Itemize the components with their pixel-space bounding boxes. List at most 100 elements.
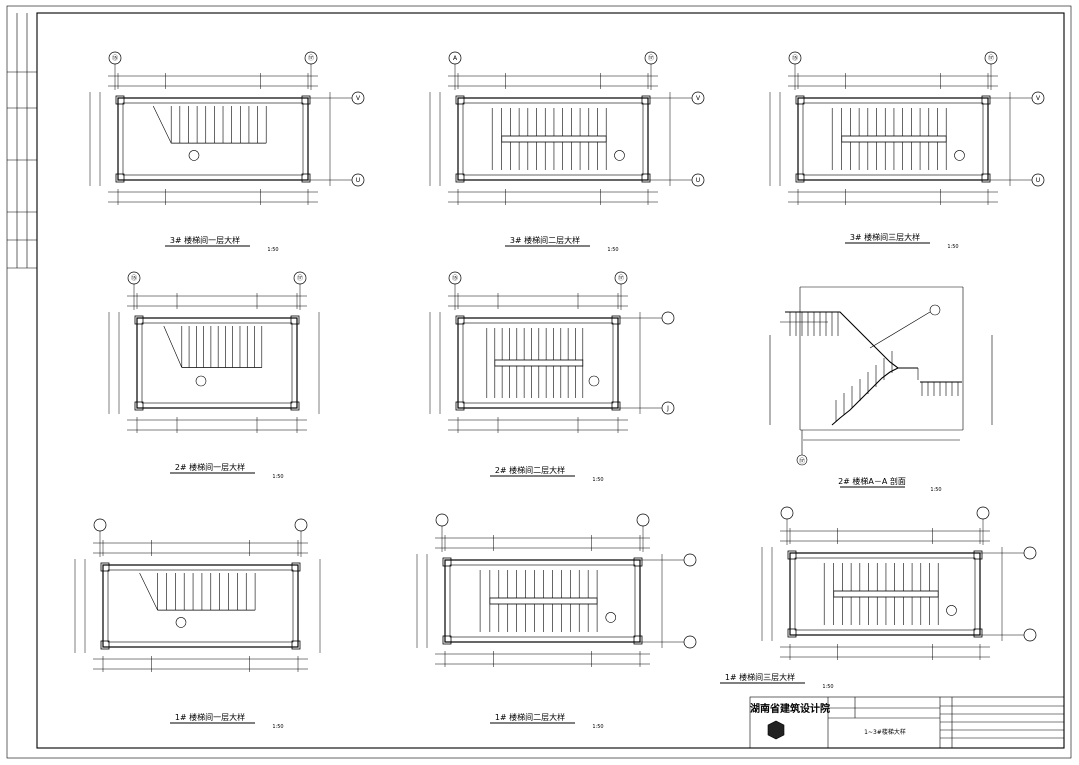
- plan-title-p3-2: 3# 楼梯间二层大样: [510, 235, 580, 245]
- plan-scale-p2-1: 1:50: [272, 474, 283, 480]
- plan-inner-wall: [122, 102, 304, 176]
- plan-title-p1-1: 1# 楼梯间一层大样: [175, 712, 245, 722]
- plan-outer-wall: [444, 559, 641, 643]
- column: [442, 635, 452, 645]
- axis-bubble-right: [976, 506, 990, 520]
- plan-inner-wall: [462, 102, 644, 176]
- column: [100, 640, 110, 650]
- plan-title-p1-3: 1# 楼梯间三层大样: [725, 672, 795, 682]
- plan-inner-wall: [802, 102, 984, 176]
- axis-bubble-left-label: ⑮: [131, 274, 137, 282]
- column: [795, 95, 805, 105]
- plan-scale-p1-1: 1:50: [272, 724, 283, 730]
- titles-layer: 3# 楼梯间一层大样 1:50 3# 楼梯间二层大样 1:50 3# 楼梯间三层大样 1:…: [165, 232, 959, 730]
- column: [795, 173, 805, 183]
- column: [787, 550, 797, 560]
- axis-bubble-left-label: ⑮: [112, 54, 118, 62]
- section-drawing: ⑰: [769, 286, 993, 466]
- detail-callout: [614, 150, 625, 161]
- axis-bubble-right: [636, 513, 650, 527]
- axis-bubble-bottom-right-label: U: [1036, 177, 1040, 184]
- column: [442, 557, 452, 567]
- plan-title-p2-1: 2# 楼梯间一层大样: [175, 462, 245, 472]
- axis-bubble-bottom-right-label: J: [666, 405, 669, 412]
- handrail: [833, 590, 939, 598]
- plan-scale-p3-1: 1:50: [267, 247, 278, 253]
- axis-bubble-top-right: [661, 311, 675, 325]
- axis-bubble-left-label: ⑮: [452, 274, 458, 282]
- plan-title-p3-1: 3# 楼梯间一层大样: [170, 235, 240, 245]
- axis-bubble-right-label: ⑰: [988, 54, 994, 62]
- axis-bubble-bottom-right-label: U: [696, 177, 700, 184]
- axis-bubble-top-right: [1023, 546, 1037, 560]
- column: [301, 95, 311, 105]
- column: [787, 628, 797, 638]
- column: [633, 635, 643, 645]
- handrail: [489, 597, 598, 605]
- column: [134, 315, 144, 325]
- plan-outer-wall: [117, 97, 309, 181]
- column: [290, 401, 300, 411]
- plan-outer-wall: [136, 317, 298, 409]
- axis-bubble-top-right: [683, 553, 697, 567]
- stair-plan-p1-2: [416, 513, 697, 667]
- axis-bubble-right-label: ⑰: [308, 54, 314, 62]
- handrail: [501, 135, 607, 143]
- axis-bubble-left: [780, 506, 794, 520]
- column: [291, 640, 301, 650]
- column: [455, 173, 465, 183]
- handrail: [841, 135, 947, 143]
- axis-bubble-right-label: ⑰: [618, 274, 624, 282]
- plan-inner-wall: [794, 557, 976, 631]
- column: [290, 315, 300, 325]
- detail-callout: [175, 617, 187, 628]
- plan-outer-wall: [457, 97, 649, 181]
- stair-plan-p1-1: [74, 518, 321, 672]
- column: [115, 95, 125, 105]
- column: [981, 95, 991, 105]
- plan-scale-p3-2: 1:50: [607, 247, 618, 253]
- stair-plan-p1-3: [761, 506, 1037, 660]
- plan-scale-p3-3: 1:50: [947, 244, 958, 250]
- axis-bubble-right: [294, 518, 308, 532]
- column: [641, 173, 651, 183]
- column: [641, 95, 651, 105]
- plan-inner-wall: [462, 322, 614, 404]
- axis-bubble-right-label: ⑰: [297, 274, 303, 282]
- axis-bubble-left-label: ⑮: [792, 54, 798, 62]
- axis-bubble-top-right-label: V: [696, 95, 701, 102]
- detail-callout: [605, 612, 617, 623]
- axis-bubble-left-label: A: [453, 55, 458, 62]
- plan-inner-wall: [141, 322, 293, 404]
- sheet-border: [6, 5, 1072, 759]
- column: [633, 557, 643, 567]
- column: [973, 550, 983, 560]
- plan-scale-p2-2: 1:50: [592, 477, 603, 483]
- column: [455, 401, 465, 411]
- plan-outer-wall: [797, 97, 989, 181]
- column: [611, 315, 621, 325]
- column: [455, 315, 465, 325]
- plan-outer-wall: [789, 552, 981, 636]
- handrail: [494, 359, 584, 367]
- column: [115, 173, 125, 183]
- stair-plan-p2-2: ⑮ ⑰ J: [429, 271, 675, 433]
- drawing-name: 1~3#楼梯大样: [864, 728, 906, 736]
- plan-title-p3-3: 3# 楼梯间三层大样: [850, 232, 920, 242]
- detail-callout: [588, 375, 600, 387]
- plan-title-p1-2: 1# 楼梯间二层大样: [495, 712, 565, 722]
- axis-bubble-bottom-right: [683, 635, 697, 649]
- axis-bubble-left: [435, 513, 449, 527]
- column: [455, 95, 465, 105]
- column: [100, 562, 110, 572]
- section-scale: 1:50: [930, 487, 941, 493]
- plan-inner-wall: [107, 569, 294, 643]
- detail-callout: [188, 150, 200, 161]
- column: [134, 401, 144, 411]
- plan-title-p2-2: 2# 楼梯间二层大样: [495, 465, 565, 475]
